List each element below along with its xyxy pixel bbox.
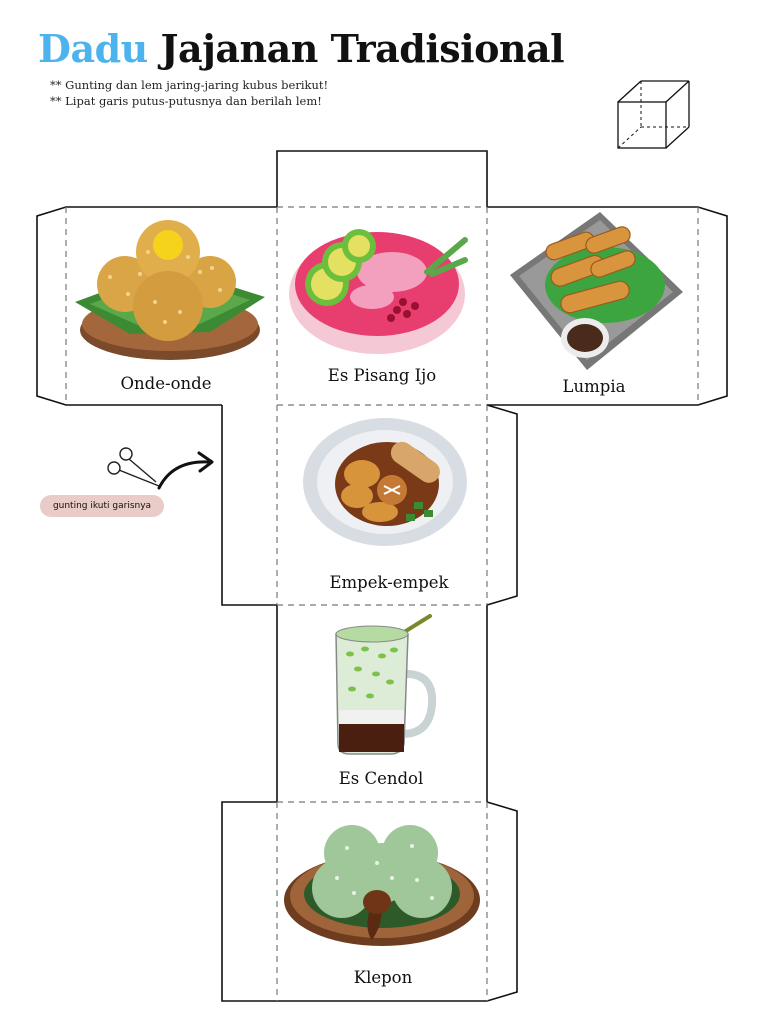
- onde-onde-image: [75, 220, 265, 360]
- face-label-klepon: Klepon: [353, 968, 413, 987]
- es-cendol-image: [335, 614, 437, 755]
- cut-hint-badge: gunting ikuti garisnya: [40, 495, 164, 517]
- face-label-onde-onde: Onde-onde: [120, 374, 212, 393]
- klepon-image: [284, 825, 480, 946]
- lumpia-image: [510, 212, 683, 370]
- instruction-1: ** Gunting dan lem jaring-jaring kubus b…: [50, 78, 329, 92]
- instruction-2: ** Lipat garis putus-putusnya dan berila…: [50, 94, 322, 108]
- empek-empek-image: [303, 418, 467, 546]
- page-title: Dadu Jajanan Tradisional: [38, 26, 565, 71]
- title-main: Jajanan Tradisional: [160, 26, 565, 71]
- es-pisang-ijo-image: [289, 229, 468, 354]
- title-accent: Dadu: [38, 26, 148, 71]
- cube-icon: [617, 80, 690, 149]
- scissors-icon: [107, 447, 160, 487]
- face-label-es-cendol: Es Cendol: [338, 769, 424, 788]
- face-label-es-pisang-ijo: Es Pisang Ijo: [327, 366, 437, 385]
- face-label-empek-empek: Empek-empek: [329, 573, 449, 592]
- arrow-icon: [157, 451, 214, 490]
- face-label-lumpia: Lumpia: [562, 377, 626, 396]
